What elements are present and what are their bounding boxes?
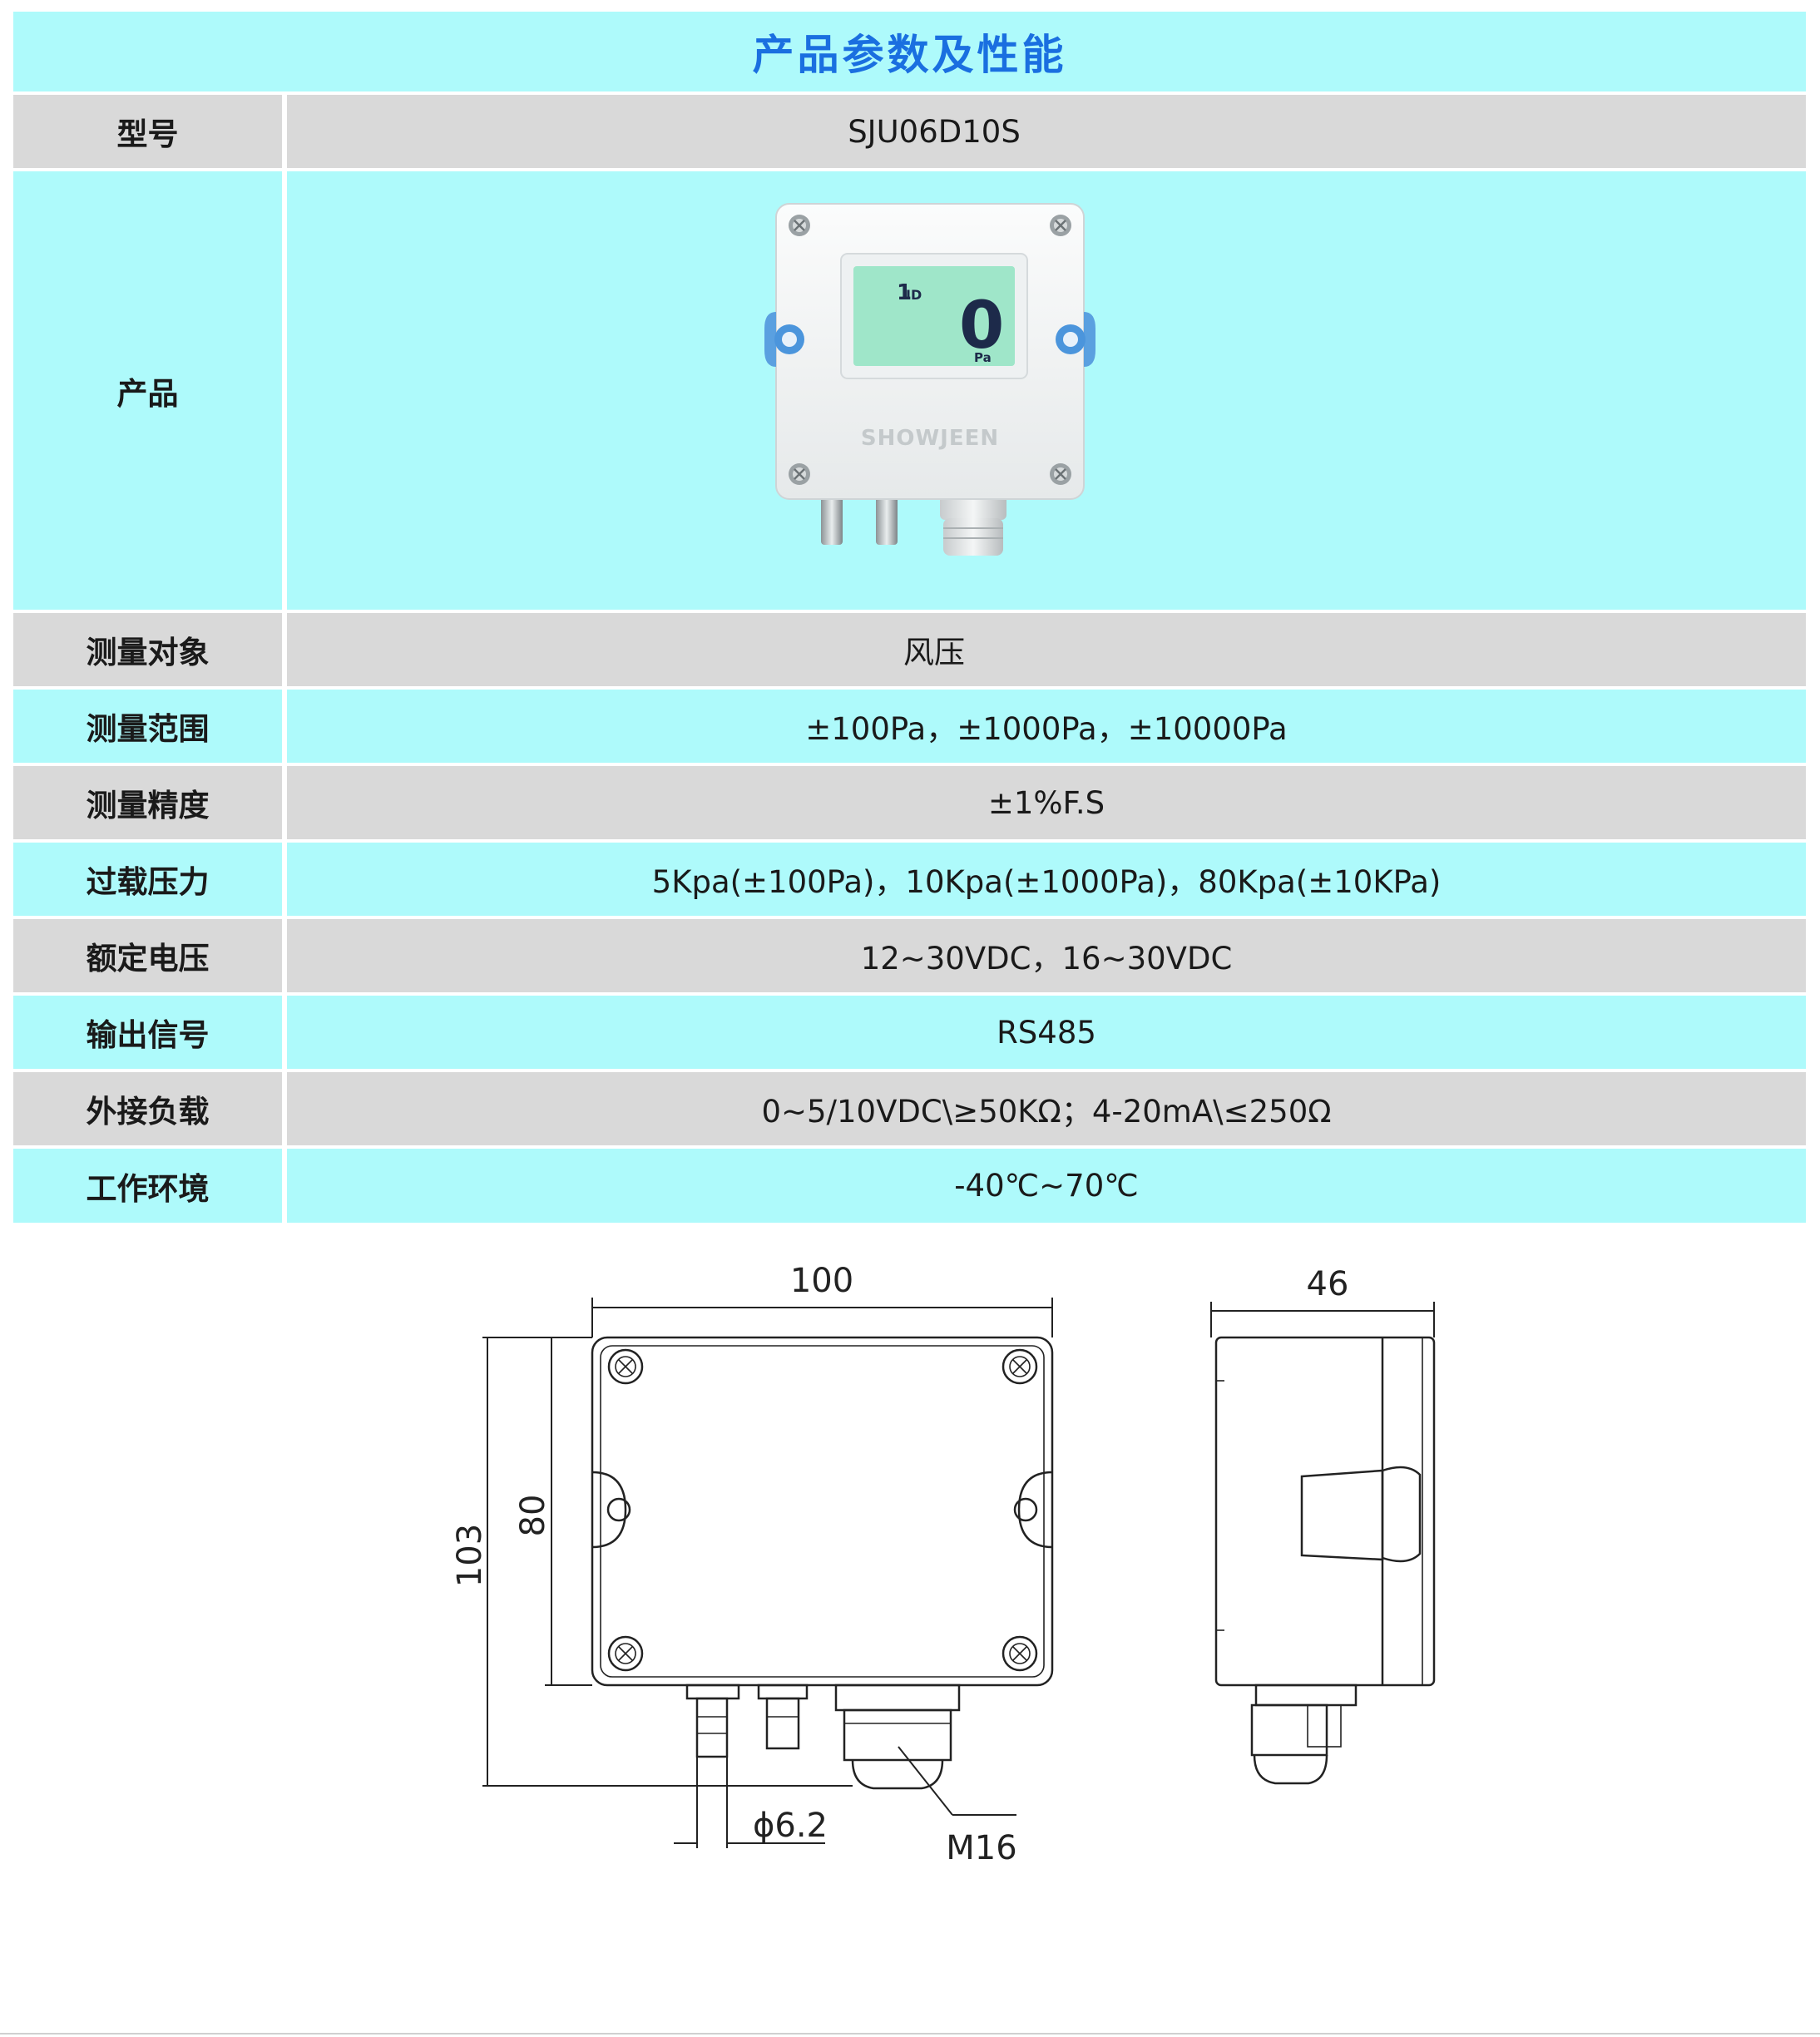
pressure-port-right [876,490,898,545]
row-value: 12~30VDC，16~30VDC [287,919,1806,992]
row-label: 测量对象 [13,613,282,686]
row-value: 0~5/10VDC\≥50KΩ；4-20mA\≤250Ω [287,1072,1806,1145]
front-view [591,1336,1054,1790]
mounting-ear-right [1084,311,1095,367]
dimension-lines [482,1298,1435,1848]
row-environment: 工作环境 -40℃~70℃ [13,1149,1806,1223]
spec-table: 产品参数及性能 型号 SJU06D10S 产品 [13,12,1806,1223]
row-label: 过载压力 [13,843,282,916]
page-divider [0,2033,1820,2035]
product-image-cell: 1 ID 0 Pa SHOWJEEN [287,171,1806,610]
lcd-id-prefix: 1 [897,280,912,305]
dim-height-total: 103 [451,1524,489,1587]
row-load: 外接负载 0~5/10VDC\≥50KΩ；4-20mA\≤250Ω [13,1072,1806,1145]
row-voltage: 额定电压 12~30VDC，16~30VDC [13,919,1806,992]
row-accuracy: 测量精度 ±1%F.S [13,766,1806,839]
table-title: 产品参数及性能 [13,12,1806,91]
row-model: 型号 SJU06D10S [13,95,1806,168]
screw-icon [789,214,810,236]
row-label: 外接负载 [13,1072,282,1145]
screw-icon [789,462,810,485]
screw-icon [1050,214,1071,236]
side-view [1214,1336,1436,1785]
lcd-unit: Pa [974,350,992,365]
brand-logo: SHOWJEEN [861,426,999,451]
mounting-ear-left [764,311,776,367]
pressure-port-left [821,490,843,545]
row-label: 产品 [13,171,282,610]
row-range: 测量范围 ±100Pa，±1000Pa，±10000Pa [13,690,1806,763]
dimension-drawing-svg: 100 46 103 80 ϕ6.2 M16 [451,1262,1436,1867]
dim-width: 100 [790,1262,853,1300]
row-overload: 过载压力 5Kpa(±100Pa)，10Kpa(±1000Pa)，80Kpa(±… [13,843,1806,916]
row-value: -40℃~70℃ [287,1149,1806,1223]
row-output: 输出信号 RS485 [13,996,1806,1069]
dim-height-body: 80 [514,1495,552,1537]
dim-gland-thread: M16 [946,1829,1016,1867]
row-value: RS485 [287,996,1806,1069]
dim-depth: 46 [1307,1265,1349,1303]
lcd-id-label: ID [906,287,922,303]
row-label: 型号 [13,95,282,168]
pressure-transmitter-illustration: 1 ID 0 Pa SHOWJEEN [764,202,1095,556]
row-label: 工作环境 [13,1149,282,1223]
row-value: ±1%F.S [287,766,1806,839]
row-label: 测量精度 [13,766,282,839]
row-product: 产品 [13,171,1806,610]
row-value: SJU06D10S [287,95,1806,168]
row-measured-object: 测量对象 风压 [13,613,1806,686]
row-value: 5Kpa(±100Pa)，10Kpa(±1000Pa)，80Kpa(±10KPa… [287,843,1806,916]
row-value: 风压 [287,613,1806,686]
row-value: ±100Pa，±1000Pa，±10000Pa [287,690,1806,763]
screw-icon [1050,462,1071,485]
lcd-screen [853,265,1015,366]
row-label: 输出信号 [13,996,282,1069]
dim-nozzle-diameter: ϕ6.2 [753,1807,828,1845]
dimension-drawings: 100 46 103 80 ϕ6.2 M16 [0,1231,1820,1913]
row-label: 测量范围 [13,690,282,763]
row-label: 额定电压 [13,919,282,992]
lcd-reading: 0 [959,289,1004,363]
product-photo: 1 ID 0 Pa SHOWJEEN [743,195,1125,586]
